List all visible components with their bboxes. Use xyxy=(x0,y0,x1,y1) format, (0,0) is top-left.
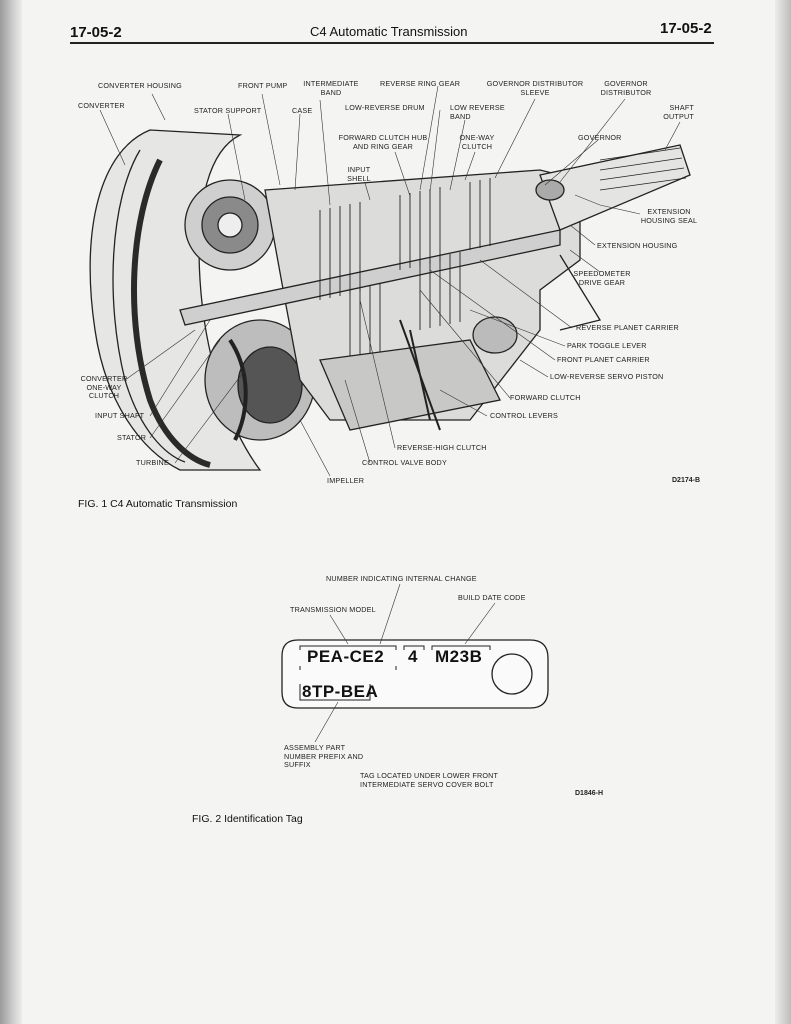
fig2-caption: FIG. 2 Identification Tag xyxy=(192,813,303,825)
label-internal-change: NUMBER INDICATING INTERNAL CHANGE xyxy=(326,574,477,583)
label-speedometer-drive-gear: SPEEDOMETER DRIVE GEAR xyxy=(573,269,631,287)
label-transmission-model: TRANSMISSION MODEL xyxy=(290,605,376,614)
label-governor-distributor: GOVERNOR DISTRIBUTOR xyxy=(600,79,652,97)
label-input-shell: INPUT SHELL xyxy=(347,165,371,183)
label-low-reverse-servo-piston: LOW-REVERSE SERVO PISTON xyxy=(550,372,664,381)
label-stator: STATOR xyxy=(117,433,147,442)
page-title: C4 Automatic Transmission xyxy=(310,24,468,39)
label-control-valve-body: CONTROL VALVE BODY xyxy=(362,458,447,467)
fig1-caption: FIG. 1 C4 Automatic Transmission xyxy=(78,498,238,510)
label-forward-clutch-hub: FORWARD CLUTCH HUB AND RING GEAR xyxy=(338,133,428,151)
label-converter-one-way-clutch: CONVERTER ONE-WAY CLUTCH xyxy=(80,374,128,400)
label-input-shaft: INPUT SHAFT xyxy=(95,411,145,420)
label-assembly-prefix-suffix: ASSEMBLY PART NUMBER PREFIX AND SUFFIX xyxy=(284,743,364,769)
label-build-date: BUILD DATE CODE xyxy=(458,593,526,602)
label-reverse-planet-carrier: REVERSE PLANET CARRIER xyxy=(576,323,679,332)
header-rule xyxy=(70,42,714,44)
label-impeller: IMPELLER xyxy=(327,476,365,485)
label-park-toggle-lever: PARK TOGGLE LEVER xyxy=(567,341,647,350)
label-intermediate-band: INTERMEDIATE BAND xyxy=(303,79,359,97)
label-one-way-clutch: ONE-WAY CLUTCH xyxy=(459,133,495,151)
tag-model-code: PEA-CE2 xyxy=(307,647,385,666)
tag-change-number: 4 xyxy=(408,647,418,666)
label-converter: CONVERTER xyxy=(78,101,125,110)
book-gutter xyxy=(0,0,22,1024)
fig1-code: D2174-B xyxy=(672,477,701,484)
tag-build-date: M23B xyxy=(435,647,483,666)
label-extension-housing: EXTENSION HOUSING xyxy=(597,241,678,250)
label-low-reverse-drum: LOW-REVERSE DRUM xyxy=(345,103,425,112)
fig2-code: D1846-H xyxy=(575,790,604,797)
tag-assembly-number: 8TP-BEA xyxy=(302,682,379,701)
page-number-right: 17-05-2 xyxy=(660,20,712,37)
label-governor: GOVERNOR xyxy=(578,133,622,142)
label-front-planet-carrier: FRONT PLANET CARRIER xyxy=(557,355,650,364)
label-governor-distributor-sleeve: GOVERNOR DISTRIBUTOR SLEEVE xyxy=(486,79,584,97)
label-low-reverse-band: LOW REVERSE BAND xyxy=(450,103,505,121)
label-turbine: TURBINE xyxy=(136,458,169,467)
label-case: CASE xyxy=(292,106,313,115)
label-tag-location: TAG LOCATED UNDER LOWER FRONT INTERMEDIA… xyxy=(360,771,498,789)
label-reverse-ring-gear: REVERSE RING GEAR xyxy=(380,79,461,88)
label-converter-housing: CONVERTER HOUSING xyxy=(98,81,182,90)
label-reverse-high-clutch: REVERSE-HIGH CLUTCH xyxy=(397,443,487,452)
label-forward-clutch: FORWARD CLUTCH xyxy=(510,393,581,402)
label-shaft-output: SHAFT OUTPUT xyxy=(663,103,694,121)
label-stator-support: STATOR SUPPORT xyxy=(194,106,262,115)
label-control-levers: CONTROL LEVERS xyxy=(490,411,559,420)
label-front-pump: FRONT PUMP xyxy=(238,81,288,90)
page-number-left: 17-05-2 xyxy=(70,24,122,41)
label-extension-housing-seal: EXTENSION HOUSING SEAL xyxy=(640,207,698,225)
page-edge xyxy=(775,0,791,1024)
